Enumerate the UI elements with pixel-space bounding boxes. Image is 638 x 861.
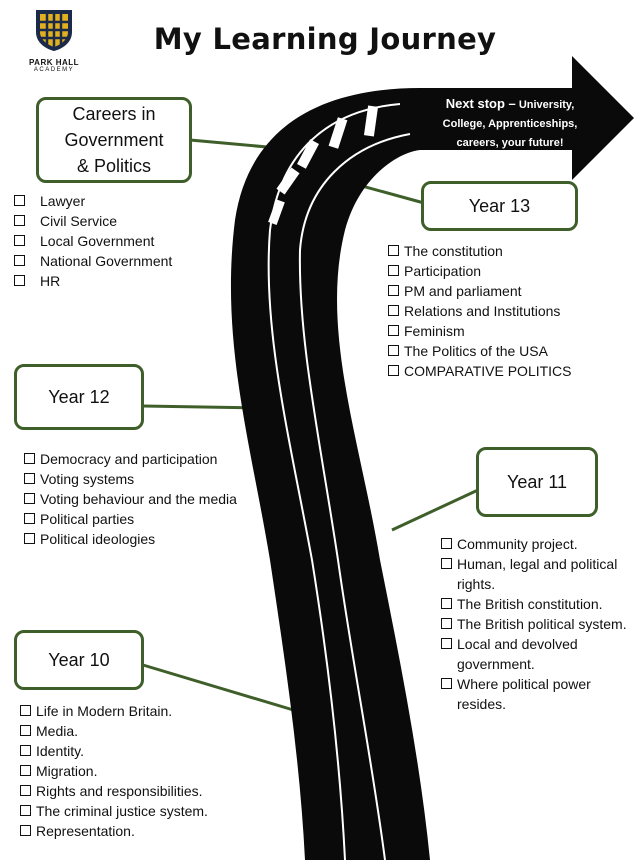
checkbox-icon[interactable] xyxy=(441,538,452,549)
year12-connector xyxy=(142,404,261,410)
year10-list: Life in Modern Britain. Media. Identity.… xyxy=(20,701,260,841)
year12-list: Democracy and participation Voting syste… xyxy=(24,449,244,549)
checkbox-icon[interactable] xyxy=(388,305,399,316)
list-item[interactable]: The criminal justice system. xyxy=(20,801,260,821)
year13-list: The constitution Participation PM and pa… xyxy=(388,241,588,381)
checkbox-icon[interactable] xyxy=(388,265,399,276)
checkbox-icon[interactable] xyxy=(441,598,452,609)
list-item[interactable]: Democracy and participation xyxy=(24,449,244,469)
list-item[interactable]: Migration. xyxy=(20,761,260,781)
list-item[interactable]: Community project. xyxy=(441,534,631,554)
list-item[interactable]: Representation. xyxy=(20,821,260,841)
list-item[interactable]: The Politics of the USA xyxy=(388,341,588,361)
checkbox-icon[interactable] xyxy=(24,473,35,484)
careers-list: Lawyer Civil Service Local Government Na… xyxy=(14,191,172,291)
checkbox-icon[interactable] xyxy=(14,195,25,206)
list-item[interactable]: Political ideologies xyxy=(24,529,244,549)
list-item[interactable]: Lawyer xyxy=(14,191,172,211)
year12-box: Year 12 xyxy=(14,364,144,430)
list-item[interactable]: Voting systems xyxy=(24,469,244,489)
list-item[interactable]: COMPARATIVE POLITICS xyxy=(388,361,588,381)
list-item[interactable]: The constitution xyxy=(388,241,588,261)
list-item[interactable]: Life in Modern Britain. xyxy=(20,701,260,721)
checkbox-icon[interactable] xyxy=(388,345,399,356)
school-logo: PARK HALL ACADEMY xyxy=(22,8,86,74)
checkbox-icon[interactable] xyxy=(441,618,452,629)
next-stop-lead: Next stop – xyxy=(445,96,516,111)
logo-name: PARK HALL xyxy=(28,58,80,67)
list-item[interactable]: Local and devolved government. xyxy=(441,634,631,674)
checkbox-icon[interactable] xyxy=(14,215,25,226)
shield-icon xyxy=(36,10,72,51)
year11-list: Community project. Human, legal and poli… xyxy=(441,534,631,714)
checkbox-icon[interactable] xyxy=(388,285,399,296)
year11-connector xyxy=(391,488,479,532)
next-stop-text: Next stop – University, College, Apprent… xyxy=(430,94,590,153)
checkbox-icon[interactable] xyxy=(20,745,31,756)
list-item[interactable]: The British political system. xyxy=(441,614,631,634)
list-item[interactable]: Relations and Institutions xyxy=(388,301,588,321)
list-item[interactable]: PM and parliament xyxy=(388,281,588,301)
checkbox-icon[interactable] xyxy=(20,765,31,776)
careers-box: Careers in Government & Politics xyxy=(36,97,192,183)
list-item[interactable]: Participation xyxy=(388,261,588,281)
list-item[interactable]: Voting behaviour and the media xyxy=(24,489,244,509)
list-item[interactable]: The British constitution. xyxy=(441,594,631,614)
checkbox-icon[interactable] xyxy=(14,255,25,266)
checkbox-icon[interactable] xyxy=(441,678,452,689)
next-stop-rest: University, College, Apprenticeships, ca… xyxy=(442,99,578,149)
checkbox-icon[interactable] xyxy=(388,365,399,376)
careers-title-line: Careers in xyxy=(72,104,156,124)
road-dashes xyxy=(268,105,379,225)
checkbox-icon[interactable] xyxy=(24,493,35,504)
year10-connector xyxy=(142,663,301,714)
list-item[interactable]: Where political power resides. xyxy=(441,674,631,714)
list-item[interactable]: Identity. xyxy=(20,741,260,761)
year10-box: Year 10 xyxy=(14,630,144,690)
list-item[interactable]: Rights and responsibilities. xyxy=(20,781,260,801)
list-item[interactable]: Media. xyxy=(20,721,260,741)
checkbox-icon[interactable] xyxy=(20,705,31,716)
checkbox-icon[interactable] xyxy=(20,805,31,816)
logo-subtitle: ACADEMY xyxy=(33,67,75,73)
checkbox-icon[interactable] xyxy=(441,558,452,569)
checkbox-icon[interactable] xyxy=(24,533,35,544)
page-title: My Learning Journey xyxy=(153,22,497,56)
checkbox-icon[interactable] xyxy=(20,725,31,736)
checkbox-icon[interactable] xyxy=(441,638,452,649)
checkbox-icon[interactable] xyxy=(24,453,35,464)
next-stop-arrow xyxy=(420,56,634,180)
list-item[interactable]: Civil Service xyxy=(14,211,172,231)
list-item[interactable]: Political parties xyxy=(24,509,244,529)
list-item[interactable]: Feminism xyxy=(388,321,588,341)
road-lane-left xyxy=(267,103,401,861)
road-lane-right xyxy=(298,133,411,861)
checkbox-icon[interactable] xyxy=(20,825,31,836)
list-item[interactable]: HR xyxy=(14,271,172,291)
road-shape xyxy=(230,88,430,860)
list-item[interactable]: Local Government xyxy=(14,231,172,251)
careers-title-line: & Politics xyxy=(76,156,151,176)
checkbox-icon[interactable] xyxy=(14,275,25,286)
year13-box: Year 13 xyxy=(421,181,578,231)
checkbox-icon[interactable] xyxy=(20,785,31,796)
checkbox-icon[interactable] xyxy=(24,513,35,524)
checkbox-icon[interactable] xyxy=(388,245,399,256)
list-item[interactable]: National Government xyxy=(14,251,172,271)
list-item[interactable]: Human, legal and political rights. xyxy=(441,554,631,594)
checkbox-icon[interactable] xyxy=(14,235,25,246)
careers-title-line: Government xyxy=(64,130,164,150)
checkbox-icon[interactable] xyxy=(388,325,399,336)
year11-box: Year 11 xyxy=(476,447,598,517)
